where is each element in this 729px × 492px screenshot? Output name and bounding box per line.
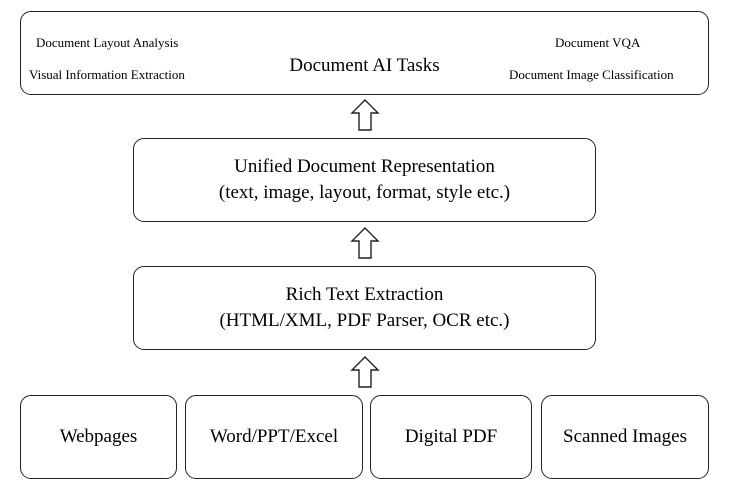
source-scanned-images-label: Scanned Images xyxy=(563,426,687,447)
source-digital-pdf-box: Digital PDF xyxy=(370,395,532,479)
source-office-label: Word/PPT/Excel xyxy=(209,426,339,447)
source-digital-pdf-label: Digital PDF xyxy=(404,426,498,447)
source-office-box: Word/PPT/Excel xyxy=(185,395,363,479)
source-scanned-images-box: Scanned Images xyxy=(541,395,709,479)
document-ai-tasks-title: Document AI Tasks xyxy=(289,55,440,76)
unified-document-representation-box: Unified Document Representation (text, i… xyxy=(133,138,596,222)
task-document-vqa: Document VQA xyxy=(555,35,641,50)
task-document-image-classification: Document Image Classification xyxy=(509,67,674,82)
rich-text-extraction-box: Rich Text Extraction (HTML/XML, PDF Pars… xyxy=(133,266,596,350)
hollow-up-arrow-icon xyxy=(350,356,380,388)
source-webpages-box: Webpages xyxy=(20,395,177,479)
source-webpages-label: Webpages xyxy=(59,426,138,447)
rich-text-extraction-title: Rich Text Extraction xyxy=(285,284,444,305)
hollow-up-arrow-icon xyxy=(350,227,380,259)
task-document-layout-analysis: Document Layout Analysis xyxy=(36,35,179,50)
document-ai-tasks-box: Document Layout Analysis Visual Informat… xyxy=(20,11,709,95)
task-visual-information-extraction: Visual Information Extraction xyxy=(29,67,185,82)
unified-representation-details: (text, image, layout, format, style etc.… xyxy=(218,182,511,203)
rich-text-extraction-details: (HTML/XML, PDF Parser, OCR etc.) xyxy=(219,310,510,331)
unified-representation-title: Unified Document Representation xyxy=(234,156,495,177)
hollow-up-arrow-icon xyxy=(350,99,380,131)
